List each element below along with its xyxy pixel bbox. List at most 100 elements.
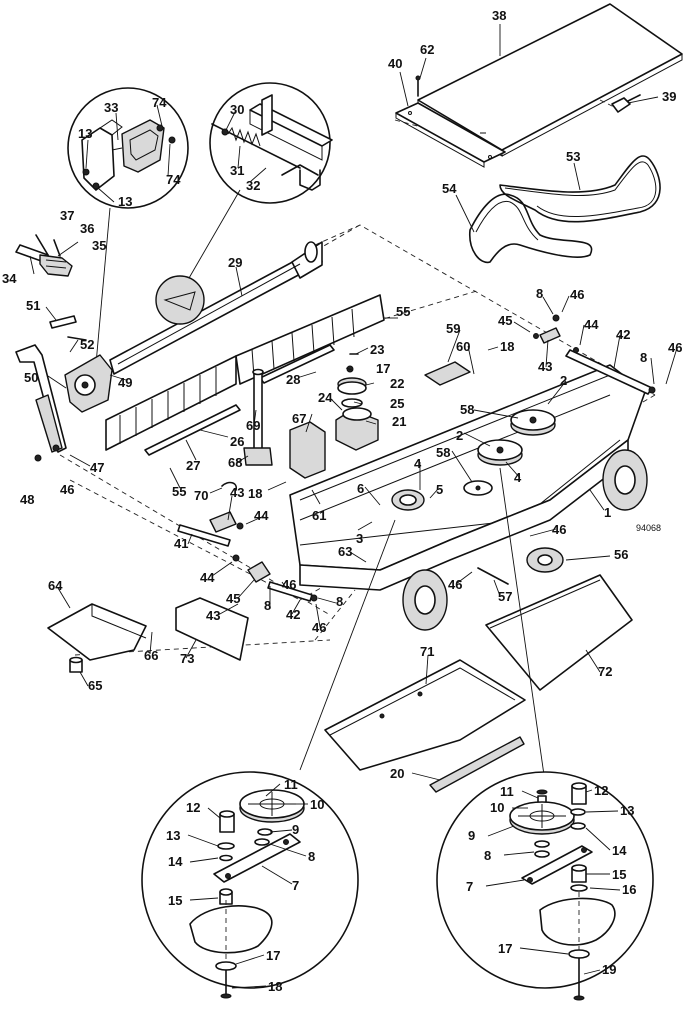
- callout-38: 38: [492, 8, 506, 23]
- callout-43: 43: [206, 608, 220, 623]
- callout-18: 18: [268, 979, 282, 994]
- tie-rod-42-upper: [533, 314, 656, 395]
- callout-8: 8: [264, 598, 271, 613]
- callout-53: 53: [566, 149, 580, 164]
- callout-16: 16: [622, 882, 636, 897]
- front-linkage: [177, 511, 318, 602]
- callout-43: 43: [230, 485, 244, 500]
- callout-34: 34: [2, 271, 17, 286]
- callout-21: 21: [392, 414, 406, 429]
- callout-20: 20: [390, 766, 404, 781]
- baffle-55: [235, 294, 385, 385]
- callout-40: 40: [388, 56, 402, 71]
- callout-74: 74: [152, 95, 167, 110]
- callout-29: 29: [228, 255, 242, 270]
- callout-11: 11: [500, 784, 514, 799]
- callout-labels: 3862403953547433137413303132373635342951…: [2, 8, 682, 994]
- callout-44: 44: [200, 570, 215, 585]
- callout-61: 61: [312, 508, 326, 523]
- callout-9: 9: [468, 828, 475, 843]
- idler-pulley-58: [463, 480, 493, 496]
- callout-52: 52: [80, 337, 94, 352]
- callout-12: 12: [594, 783, 608, 798]
- callout-leaders: [29, 24, 678, 989]
- callout-58: 58: [460, 402, 474, 417]
- callout-23: 23: [370, 342, 384, 357]
- baffle-strip-27: [144, 404, 241, 456]
- pulley-22: [337, 377, 367, 395]
- callout-13: 13: [78, 126, 92, 141]
- discharge-chute-71: [324, 659, 526, 771]
- callout-46: 46: [570, 287, 584, 302]
- callout-15: 15: [168, 893, 182, 908]
- callout-42: 42: [616, 327, 630, 342]
- callout-46: 46: [60, 482, 74, 497]
- callout-8: 8: [308, 849, 315, 864]
- leader-spring-detail: [184, 189, 241, 286]
- drive-belt-53: [499, 155, 661, 223]
- baffle-26: [105, 355, 237, 451]
- callout-8: 8: [536, 286, 543, 301]
- leader-left-spindle: [299, 519, 396, 771]
- leader-right-spindle: [499, 467, 546, 783]
- callout-39: 39: [662, 89, 676, 104]
- callout-46: 46: [668, 340, 682, 355]
- callout-71: 71: [420, 644, 434, 659]
- callout-18: 18: [500, 339, 514, 354]
- deck-belt-54: [469, 193, 593, 264]
- callout-49: 49: [118, 375, 132, 390]
- callout-44: 44: [254, 508, 269, 523]
- callout-45: 45: [226, 591, 240, 606]
- callout-24: 24: [318, 390, 333, 405]
- callout-41: 41: [174, 536, 188, 551]
- callout-19: 19: [602, 962, 616, 977]
- callout-8: 8: [640, 350, 647, 365]
- callout-17: 17: [266, 948, 280, 963]
- callout-25: 25: [390, 396, 404, 411]
- callout-58: 58: [436, 445, 450, 460]
- callout-3: 3: [356, 531, 363, 546]
- callout-12: 12: [186, 800, 200, 815]
- detail-circle-bracket: [67, 87, 189, 209]
- clip-70: [221, 481, 238, 491]
- callout-48: 48: [20, 492, 34, 507]
- callout-27: 27: [186, 458, 200, 473]
- callout-72: 72: [598, 664, 612, 679]
- callout-46: 46: [448, 577, 462, 592]
- callout-18: 18: [248, 486, 262, 501]
- post-69: [243, 368, 273, 466]
- callout-45: 45: [498, 313, 512, 328]
- center-gear-4: [391, 489, 425, 511]
- detail-circle-right-idler: [436, 771, 654, 1001]
- callout-37: 37: [60, 208, 74, 223]
- callout-1: 1: [604, 505, 611, 520]
- callout-11: 11: [284, 777, 298, 792]
- callout-33: 33: [104, 100, 118, 115]
- callout-9: 9: [292, 822, 299, 837]
- callout-4: 4: [514, 470, 522, 485]
- callout-7: 7: [292, 878, 299, 893]
- callout-26: 26: [230, 434, 244, 449]
- callout-68: 68: [228, 455, 242, 470]
- callout-74: 74: [166, 172, 181, 187]
- detail-circle-spring: [209, 82, 333, 204]
- spindle-pulley-2a: [510, 409, 556, 436]
- figure-code: 94068: [636, 523, 661, 533]
- callout-5: 5: [436, 482, 443, 497]
- callout-2: 2: [560, 373, 567, 388]
- callout-15: 15: [612, 867, 626, 882]
- callout-32: 32: [246, 178, 260, 193]
- callout-10: 10: [310, 797, 324, 812]
- callout-66: 66: [144, 648, 158, 663]
- callout-67: 67: [292, 411, 306, 426]
- callout-46: 46: [282, 577, 296, 592]
- lift-lever-50: [15, 344, 67, 453]
- callout-8: 8: [336, 594, 343, 609]
- deflector-72: [485, 574, 633, 691]
- pin-57: [477, 567, 509, 585]
- callout-63: 63: [338, 544, 352, 559]
- callout-14: 14: [168, 854, 183, 869]
- detail-circle-left-idler: [141, 771, 359, 999]
- callout-31: 31: [230, 163, 244, 178]
- callout-70: 70: [194, 488, 208, 503]
